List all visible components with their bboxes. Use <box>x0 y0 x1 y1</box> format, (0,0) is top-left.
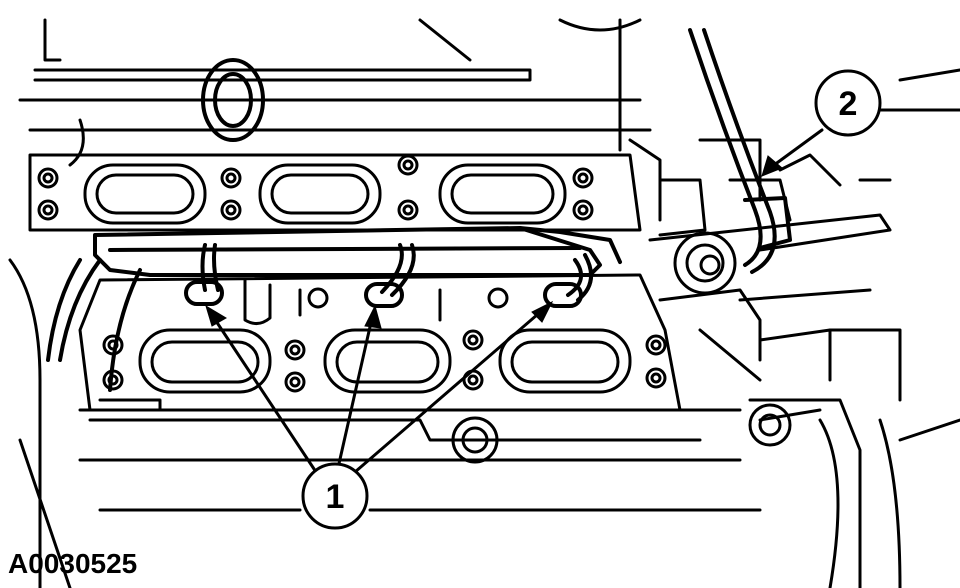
lower-bolts <box>102 329 667 393</box>
callout-2-arrowhead <box>761 155 783 177</box>
injector-clips <box>184 280 583 308</box>
injector-lines <box>200 243 594 302</box>
callout-1-arrowheads <box>205 300 554 329</box>
callout-2-marker: 2 <box>814 69 882 137</box>
figure-id: A0030525 <box>8 548 138 579</box>
callout-1-label: 1 <box>326 478 345 516</box>
right-components <box>648 138 960 588</box>
upper-manifold-plate <box>28 153 642 232</box>
fuel-supply-line <box>688 28 792 274</box>
callout-1-leaders <box>210 306 547 480</box>
upper-block-outline <box>18 18 960 222</box>
callout-1-marker: 1 <box>301 462 369 530</box>
lower-block <box>8 258 762 588</box>
lower-manifold <box>78 273 682 412</box>
oval-cap <box>201 58 265 142</box>
callout-2-label: 2 <box>839 85 858 123</box>
fuel-rail <box>46 226 622 392</box>
callout-2-leader <box>768 128 824 170</box>
upper-bolts <box>37 154 594 221</box>
